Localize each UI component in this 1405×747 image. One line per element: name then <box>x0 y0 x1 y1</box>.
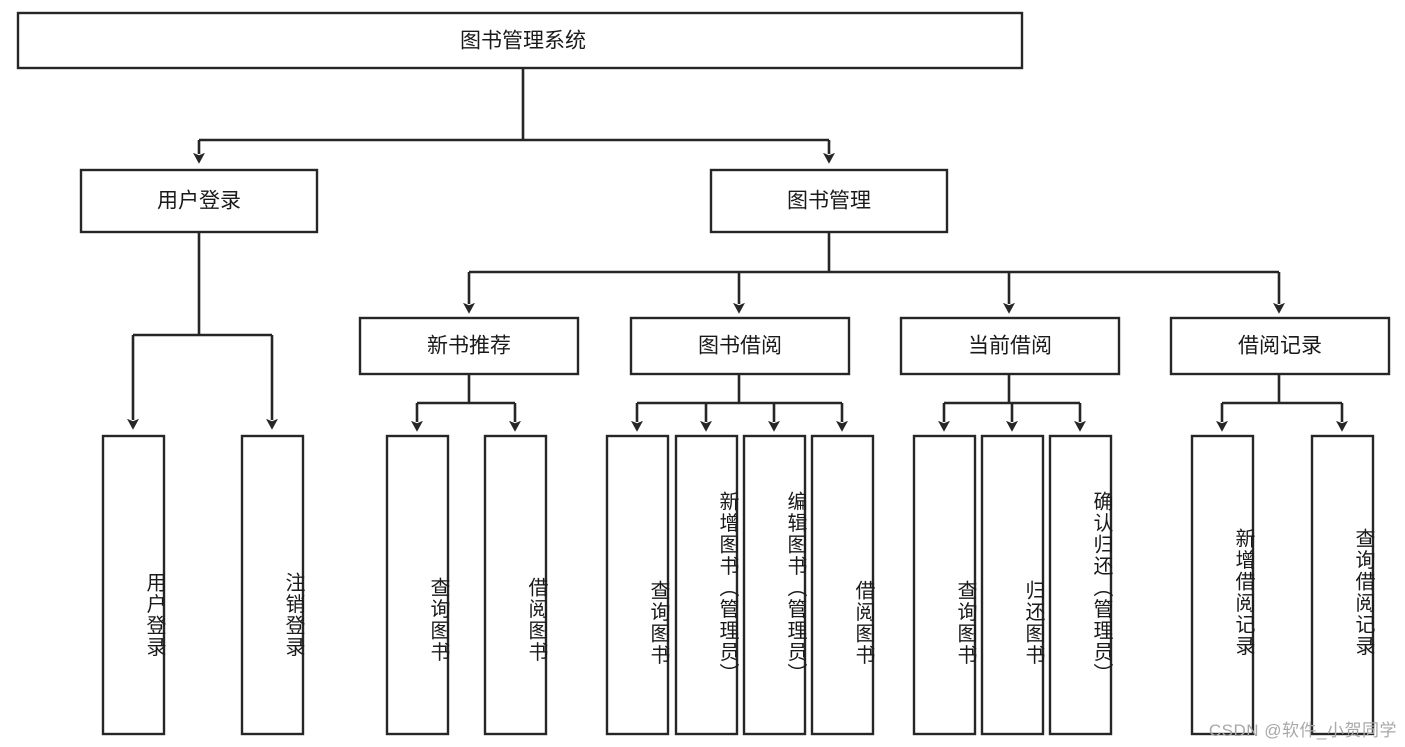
node-leaf-query-book-1[interactable] <box>385 434 450 736</box>
node-borrow[interactable]: 图书借阅 <box>629 316 851 376</box>
node-records-label: 借阅记录 <box>1238 335 1322 358</box>
node-leaf-confirm-return[interactable] <box>1048 434 1113 736</box>
node-leaf-borrow-book-2[interactable] <box>810 434 875 736</box>
node-leaf-add-record[interactable] <box>1190 434 1255 736</box>
connector-newbook-to-leaves <box>411 374 521 432</box>
node-borrow-label: 图书借阅 <box>698 335 782 358</box>
connector-bookmgmt-to-level3 <box>463 232 1285 314</box>
node-login-label: 用户登录 <box>157 190 241 213</box>
node-bookmgmt-label: 图书管理 <box>787 190 871 213</box>
node-newbook-label: 新书推荐 <box>427 335 511 358</box>
node-leaf-query-book-3[interactable] <box>912 434 977 736</box>
connector-records-to-leaves <box>1216 374 1348 432</box>
node-root-label: 图书管理系统 <box>460 30 586 53</box>
node-leaf-query-record[interactable] <box>1310 434 1375 736</box>
node-leaf-logout-login[interactable] <box>240 434 305 736</box>
node-leaf-query-book-2[interactable] <box>605 434 670 736</box>
csdn-watermark: CSDN @软件_小贺同学 <box>1208 721 1397 740</box>
node-current-label: 当前借阅 <box>968 335 1052 358</box>
node-current[interactable]: 当前借阅 <box>899 316 1121 376</box>
node-leaf-borrow-book-1[interactable] <box>483 434 548 736</box>
node-root[interactable]: 图书管理系统 <box>16 11 1024 70</box>
connector-current-to-leaves <box>938 374 1086 432</box>
node-leaf-add-book[interactable] <box>674 434 739 736</box>
node-login[interactable]: 用户登录 <box>79 168 319 234</box>
node-newbook[interactable]: 新书推荐 <box>358 316 580 376</box>
node-leaf-user-login[interactable] <box>101 434 166 736</box>
node-records[interactable]: 借阅记录 <box>1169 316 1391 376</box>
connector-login-to-leaves <box>127 232 278 430</box>
node-leaf-return-book[interactable] <box>980 434 1045 736</box>
node-bookmgmt[interactable]: 图书管理 <box>709 168 949 234</box>
connector-root-to-level2 <box>193 68 835 164</box>
node-leaf-edit-book[interactable] <box>742 434 807 736</box>
connector-borrow-to-leaves <box>631 374 848 432</box>
